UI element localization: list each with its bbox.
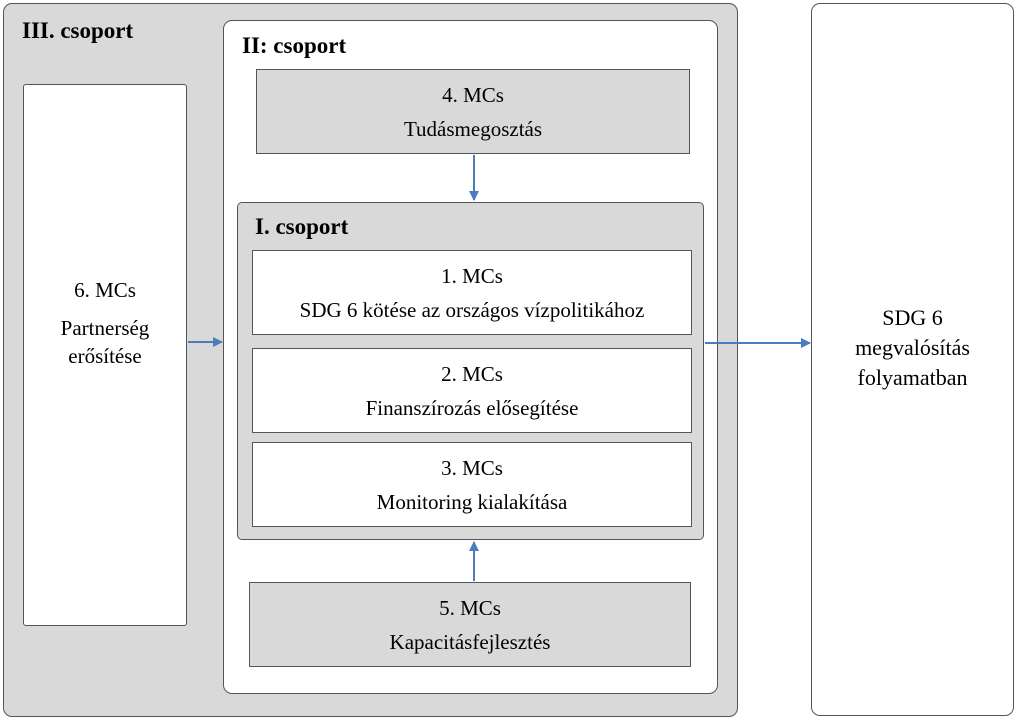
mc1-box [252,250,692,335]
mc2-number: 2. MCs [441,361,503,386]
mc3-box [252,442,692,527]
group-2-title: II: csoport [242,33,347,58]
mc6-number: 6. MCs [74,278,136,302]
group-1-title: I. csoport [255,214,349,239]
outcome-text: SDG 6 megvalósítás folyamatban [811,0,1014,704]
mc4-number: 4. MCs [442,82,504,107]
mc5-box [249,582,691,667]
mc1-number: 1. MCs [441,263,503,288]
group-3-title: III. csoport [22,18,134,43]
mc4-text: 4. MCs Tudásmegosztás [256,69,690,154]
mc5-text: 5. MCs Kapacitásfejlesztés [249,582,691,667]
outcome-box [811,3,1014,716]
mc5-label: Kapacitásfejlesztés [389,629,551,654]
mc2-box [252,348,692,433]
mc1-text: 1. MCs SDG 6 kötése az országos vízpolit… [252,250,692,335]
mc6-label-line2: erősítése [68,344,142,368]
outcome-line2: megvalósítás [855,334,970,360]
mc2-text: 2. MCs Finanszírozás elősegítése [252,348,692,433]
mc6-text: 6. MCs Partnerség erősítése [23,52,187,594]
mc6-box [23,84,187,626]
mc3-text: 3. MCs Monitoring kialakítása [252,442,692,527]
mc1-label: SDG 6 kötése az országos vízpolitikához [299,297,645,322]
outcome-line3: folyamatban [857,364,968,390]
mc3-number: 3. MCs [441,455,503,480]
mc3-label: Monitoring kialakítása [376,489,568,514]
mc2-label: Finanszírozás elősegítése [365,395,579,420]
mc4-label: Tudásmegosztás [403,116,543,141]
outcome-line1: SDG 6 [882,304,943,330]
mc4-box [256,69,690,154]
mc6-label-line1: Partnerség [60,316,150,340]
mc5-number: 5. MCs [439,595,501,620]
